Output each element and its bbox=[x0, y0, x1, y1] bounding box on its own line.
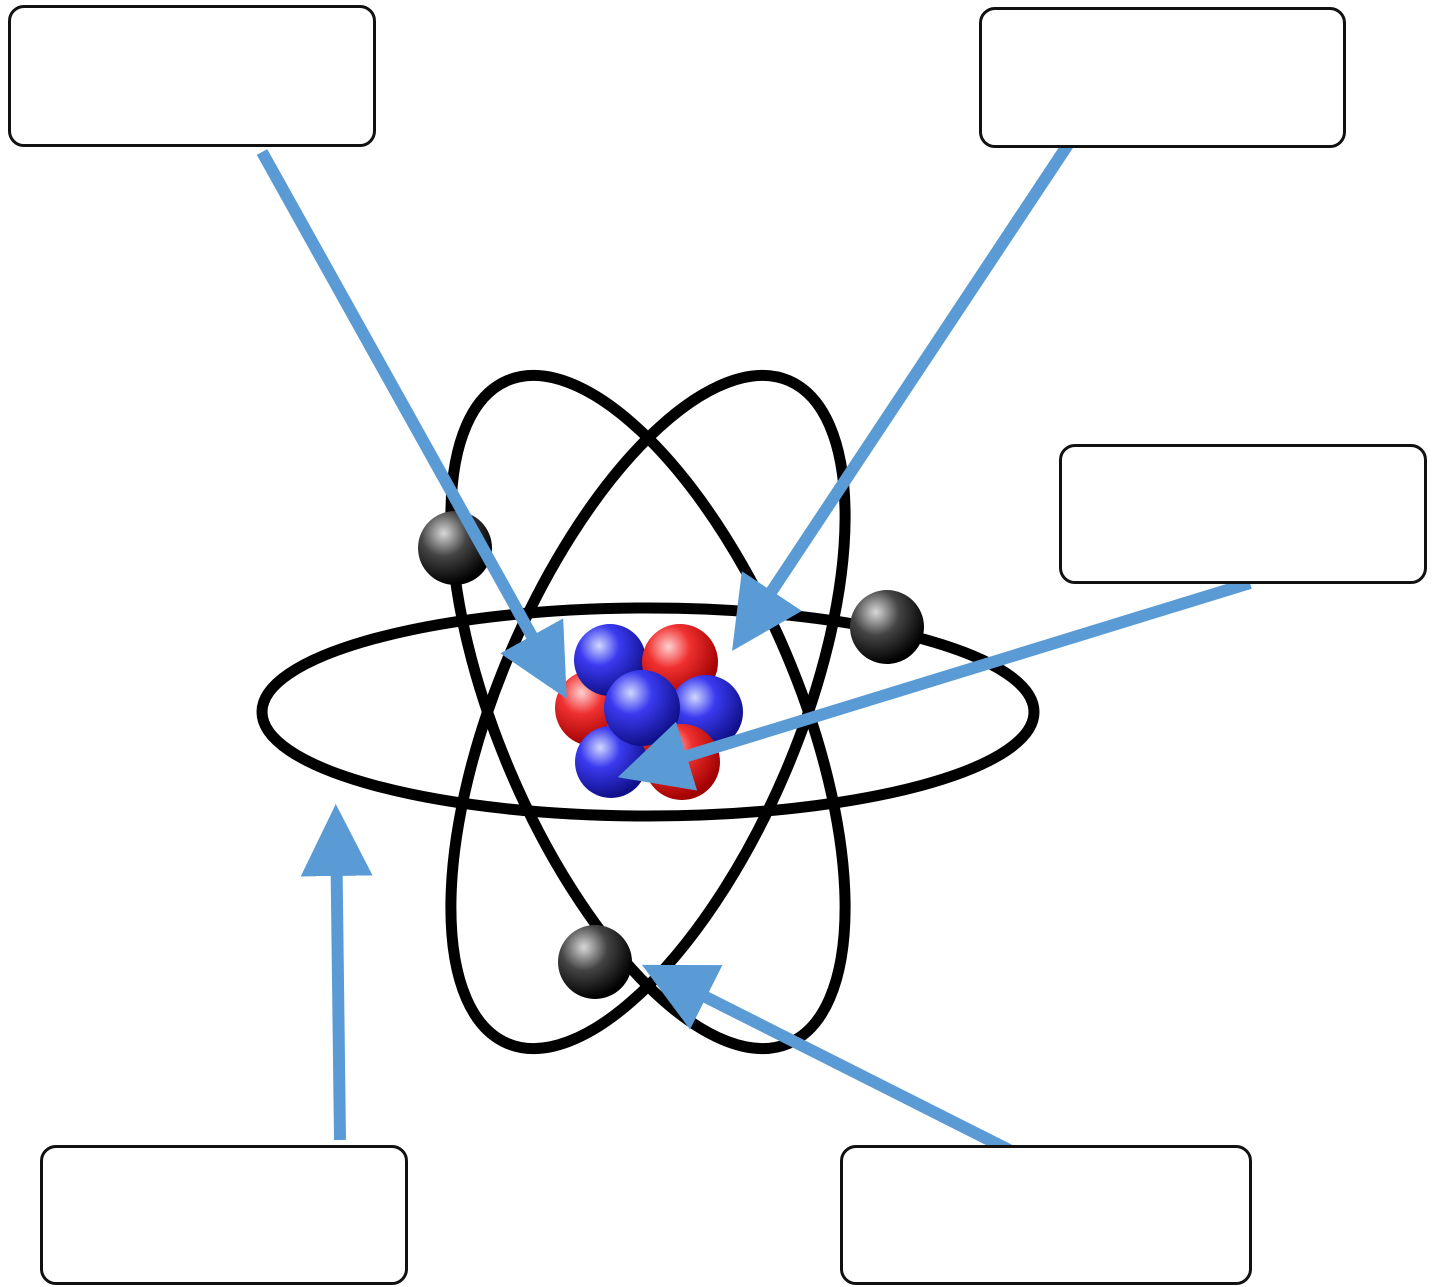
electron bbox=[850, 590, 924, 664]
arrows bbox=[262, 140, 1250, 1158]
arrow-bottom-right-to-electron bbox=[658, 973, 1025, 1158]
label-box-top-right[interactable] bbox=[979, 7, 1346, 148]
label-box-top-left[interactable] bbox=[8, 5, 376, 147]
arrow-bottom-left-to-orbit bbox=[336, 822, 340, 1140]
neutron bbox=[604, 670, 680, 746]
arrow-top-left-to-proton bbox=[262, 152, 558, 683]
label-box-bottom-right[interactable] bbox=[840, 1145, 1252, 1285]
label-box-middle-right[interactable] bbox=[1059, 444, 1427, 584]
label-box-bottom-left[interactable] bbox=[40, 1145, 408, 1285]
electron bbox=[558, 925, 632, 999]
